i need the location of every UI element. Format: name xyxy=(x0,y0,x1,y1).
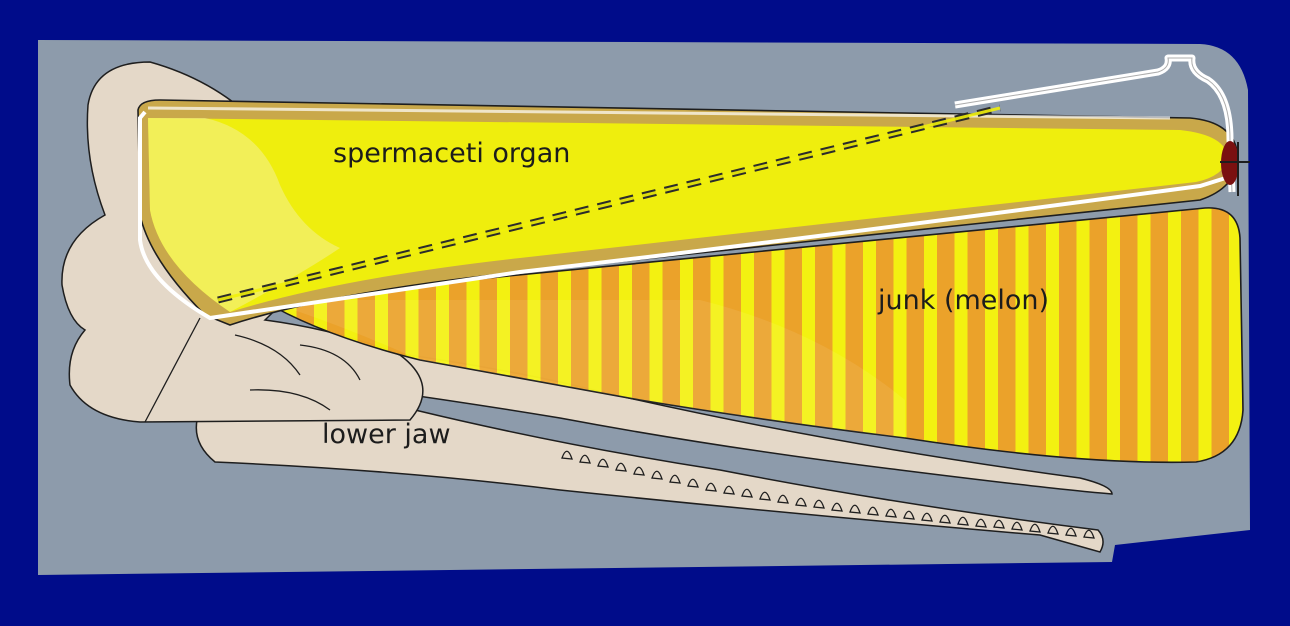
teeth xyxy=(561,450,1095,539)
nasal-passage xyxy=(138,110,1233,321)
blowhole-valve xyxy=(1220,141,1250,196)
skull-overlay xyxy=(148,118,340,312)
skull-suture xyxy=(234,334,361,411)
label-spermaceti-organ: spermaceti organ xyxy=(333,138,570,169)
lower-jaw-bone xyxy=(195,409,1104,553)
nasal-passage-upper xyxy=(147,106,1171,120)
label-junk-melon: junk (melon) xyxy=(877,285,1049,316)
spermaceti-organ xyxy=(148,118,1228,312)
label-lower-jaw: lower jaw xyxy=(322,419,451,450)
skull-strut xyxy=(147,318,215,422)
